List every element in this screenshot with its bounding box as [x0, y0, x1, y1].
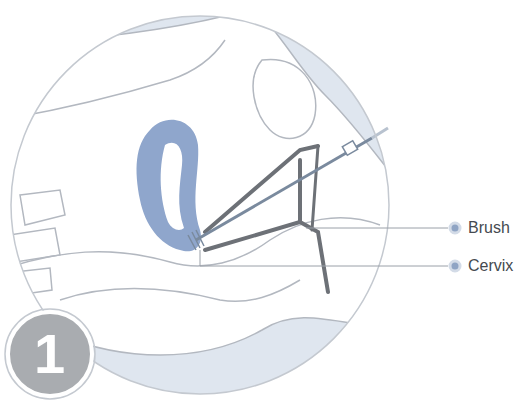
label-dot: [450, 223, 460, 233]
part-label: Brush: [468, 219, 510, 237]
pelvic-section: [0, 8, 400, 355]
brush: [188, 128, 388, 250]
callout-number: 1: [34, 323, 65, 385]
leader-line: [200, 250, 448, 266]
speculum: [205, 146, 328, 292]
leader-line: [306, 228, 448, 229]
part-label: Cervix: [468, 257, 513, 275]
label-dot: [450, 261, 460, 271]
step-badge: [8, 312, 92, 396]
